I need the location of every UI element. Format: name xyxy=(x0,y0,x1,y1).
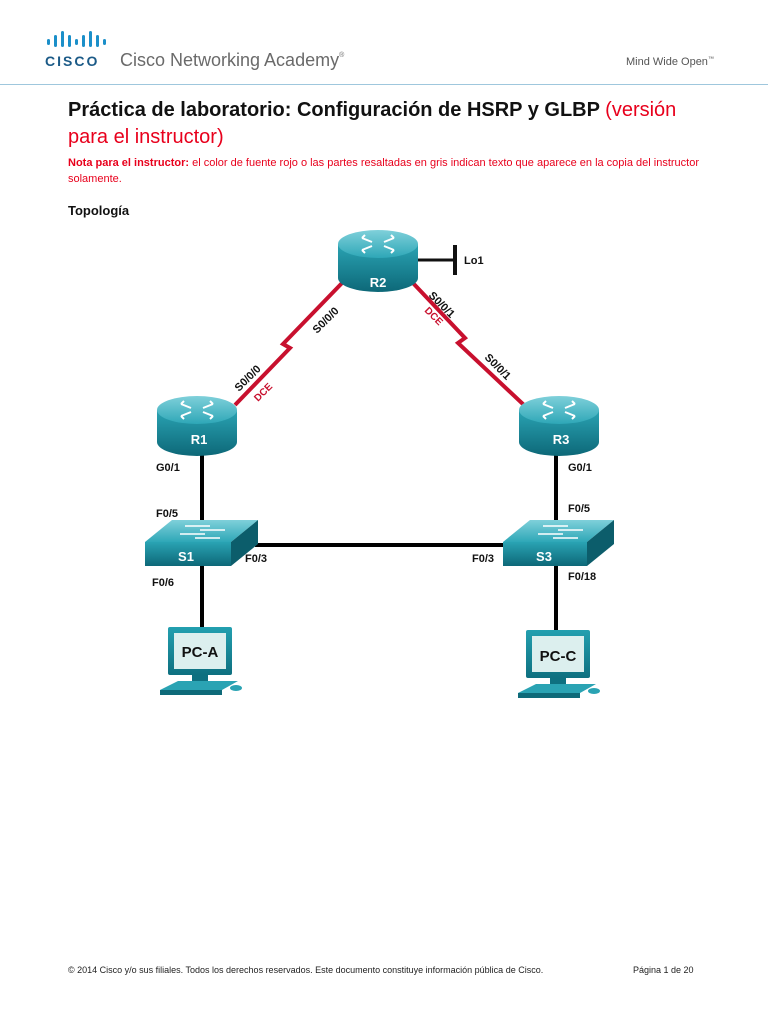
label-s1-f05: F0/5 xyxy=(156,508,178,520)
router-r3-label: R3 xyxy=(553,432,570,447)
footer-page-number: Página 1 de 20 xyxy=(633,965,694,975)
switch-arrows-icon xyxy=(538,525,583,539)
serial-link-r2-r3 xyxy=(410,280,527,408)
router-r2-label: R2 xyxy=(370,275,387,290)
pc-a: PC-A xyxy=(160,627,242,695)
page-header: CISCO Cisco Networking Academy® Mind Wid… xyxy=(0,0,768,84)
label-r3-g01: G0/1 xyxy=(568,462,592,474)
label-r1-g01: G0/1 xyxy=(156,462,180,474)
instructor-note: Nota para el instructor: el color de fue… xyxy=(68,155,708,187)
label-s3-f03: F0/3 xyxy=(472,553,494,565)
pc-c-label: PC-C xyxy=(540,648,577,665)
label-lo1: Lo1 xyxy=(464,255,484,267)
label-s3-f05: F0/5 xyxy=(568,503,590,515)
cisco-logo-icon xyxy=(47,31,106,47)
switch-s1-label: S1 xyxy=(178,549,194,564)
router-r1: R1 xyxy=(157,396,237,456)
cisco-wordmark: CISCO xyxy=(45,53,100,69)
title-suffix: (versión para el instructor) xyxy=(68,99,677,148)
trademark-mark: ™ xyxy=(707,56,714,63)
footer-copyright: © 2014 Cisco y/o sus filiales. Todos los… xyxy=(68,965,544,975)
header-divider xyxy=(0,84,768,85)
router-r2: R2 xyxy=(338,230,418,292)
label-s3-f018: F0/18 xyxy=(568,571,596,583)
label-s1-f03: F0/3 xyxy=(245,553,267,565)
registered-mark: ® xyxy=(339,52,345,59)
academy-title: Cisco Networking Academy® xyxy=(120,50,345,70)
section-heading-topology: Topología xyxy=(68,203,130,218)
title-main: Práctica de laboratorio: Configuración d… xyxy=(68,99,600,121)
serial-link-r1-r2 xyxy=(233,280,345,407)
router-r3: R3 xyxy=(519,396,599,456)
router-r1-label: R1 xyxy=(191,432,208,447)
label-s1-f06: F0/6 xyxy=(152,577,174,589)
switch-s3: S3 xyxy=(503,520,614,566)
switch-arrows-icon xyxy=(180,525,225,539)
switch-s3-label: S3 xyxy=(536,549,552,564)
router-arrows-icon xyxy=(180,400,214,420)
page-title: Práctica de laboratorio: Configuración d… xyxy=(68,97,708,151)
pc-c: PC-C xyxy=(518,630,600,698)
router-arrows-icon xyxy=(542,400,576,420)
switch-s1: S1 xyxy=(145,520,258,566)
note-label: Nota para el instructor: xyxy=(68,157,190,169)
router-arrows-icon xyxy=(361,234,395,254)
note-text: el color de fuente rojo o las partes res… xyxy=(68,157,700,185)
pc-a-label: PC-A xyxy=(182,644,219,661)
tagline: Mind Wide Open™ xyxy=(626,56,714,68)
